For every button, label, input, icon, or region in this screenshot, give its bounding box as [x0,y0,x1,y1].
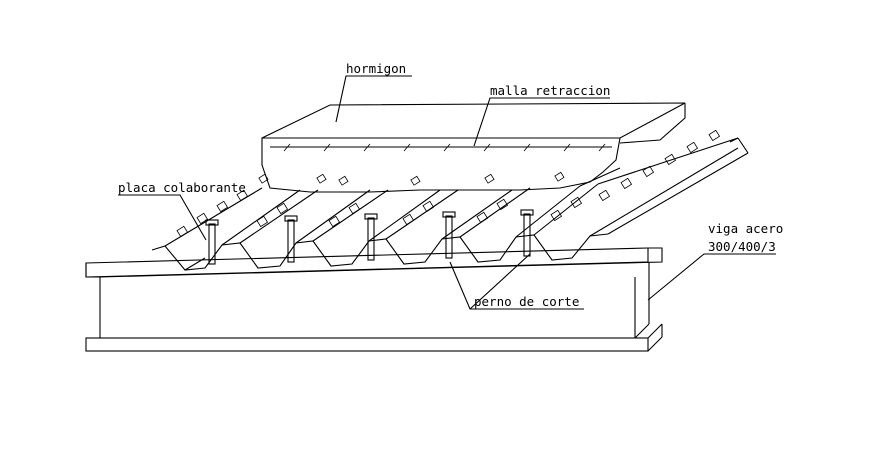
steel-deck [151,129,749,271]
steel-beam [85,247,663,352]
mesh-ticks [283,143,606,152]
shear-stud [284,215,298,263]
shear-studs [205,209,534,265]
concrete-slab [261,102,686,193]
deck-embossments [176,129,721,238]
shear-stud [520,209,534,257]
label-viga-acero: viga acero [708,221,783,236]
label-viga-size: 300/400/3 [708,239,776,254]
label-hormigon: hormigon [346,61,406,76]
leader-lines [118,75,776,310]
label-malla-retraccion: malla retraccion [490,83,610,98]
shear-stud [364,213,378,261]
shear-stud [442,211,456,259]
label-placa-colaborante: placa colaborante [118,180,246,195]
deck-front-profile [151,233,609,271]
shear-stud [205,219,219,265]
label-perno-de-corte: perno de corte [474,294,579,309]
concrete-front-face [261,137,621,193]
